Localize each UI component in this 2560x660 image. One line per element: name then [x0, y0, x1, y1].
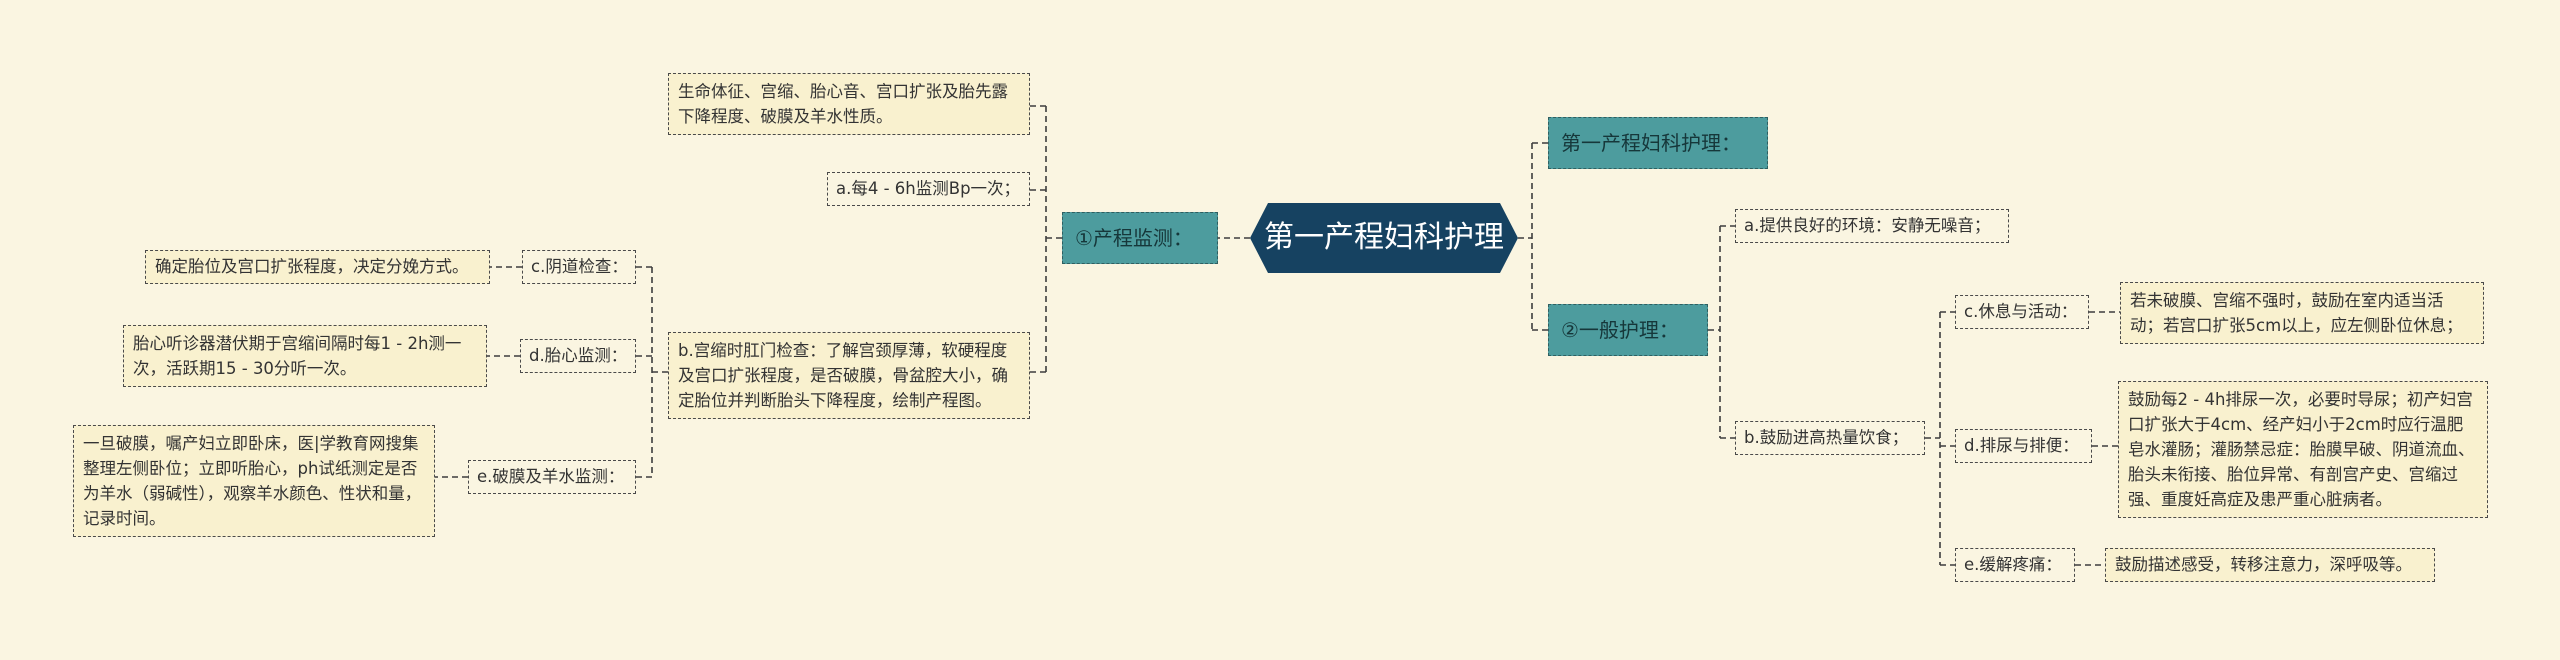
pain-relief-label[interactable]: e.缓解疼痛：: [1955, 548, 2075, 582]
membrane-amniotic-label[interactable]: e.破膜及羊水监测：: [468, 460, 636, 494]
rest-activity-detail[interactable]: 若未破膜、宫缩不强时，鼓励在室内适当活动；若宫口扩张5cm以上，应左侧卧位休息；: [2120, 282, 2484, 344]
general-item-a[interactable]: a.提供良好的环境：安静无噪音；: [1735, 209, 2009, 243]
branch-general-nursing[interactable]: ②一般护理：: [1548, 304, 1708, 356]
fetal-heart-detail[interactable]: 胎心听诊器潜伏期于宫缩间隔时每1 - 2h测一次，活跃期15 - 30分听一次。: [123, 325, 487, 387]
vaginal-exam-label[interactable]: c.阴道检查：: [522, 250, 636, 284]
general-item-b[interactable]: b.鼓励进高热量饮食；: [1735, 421, 1925, 455]
vaginal-exam-detail[interactable]: 确定胎位及宫口扩张程度，决定分娩方式。: [145, 250, 490, 284]
urination-defecation-label[interactable]: d.排尿与排便：: [1955, 429, 2092, 463]
pain-relief-detail[interactable]: 鼓励描述感受，转移注意力，深呼吸等。: [2105, 548, 2435, 582]
urination-defecation-detail[interactable]: 鼓励每2 - 4h排尿一次，必要时导尿；初产妇宫口扩张大于4cm、经产妇小于2c…: [2118, 381, 2488, 518]
rest-activity-label[interactable]: c.休息与活动：: [1955, 295, 2089, 329]
root-node[interactable]: 第一产程妇科护理: [1250, 203, 1518, 273]
monitor-item-a[interactable]: a.每4 - 6h监测Bp一次；: [827, 172, 1030, 206]
membrane-amniotic-detail[interactable]: 一旦破膜，嘱产妇立即卧床，医|学教育网搜集整理左侧卧位；立即听胎心，ph试纸测定…: [73, 425, 435, 537]
branch-first-stage-nursing[interactable]: 第一产程妇科护理：: [1548, 117, 1768, 169]
fetal-heart-label[interactable]: d.胎心监测：: [520, 339, 636, 373]
branch-labor-monitoring[interactable]: ①产程监测：: [1062, 212, 1218, 264]
monitor-item-b[interactable]: b.宫缩时肛门检查：了解宫颈厚薄，软硬程度及宫口扩张程度，是否破膜，骨盆腔大小，…: [668, 332, 1030, 419]
vitals-monitoring[interactable]: 生命体征、宫缩、胎心音、宫口扩张及胎先露下降程度、破膜及羊水性质。: [668, 73, 1030, 135]
